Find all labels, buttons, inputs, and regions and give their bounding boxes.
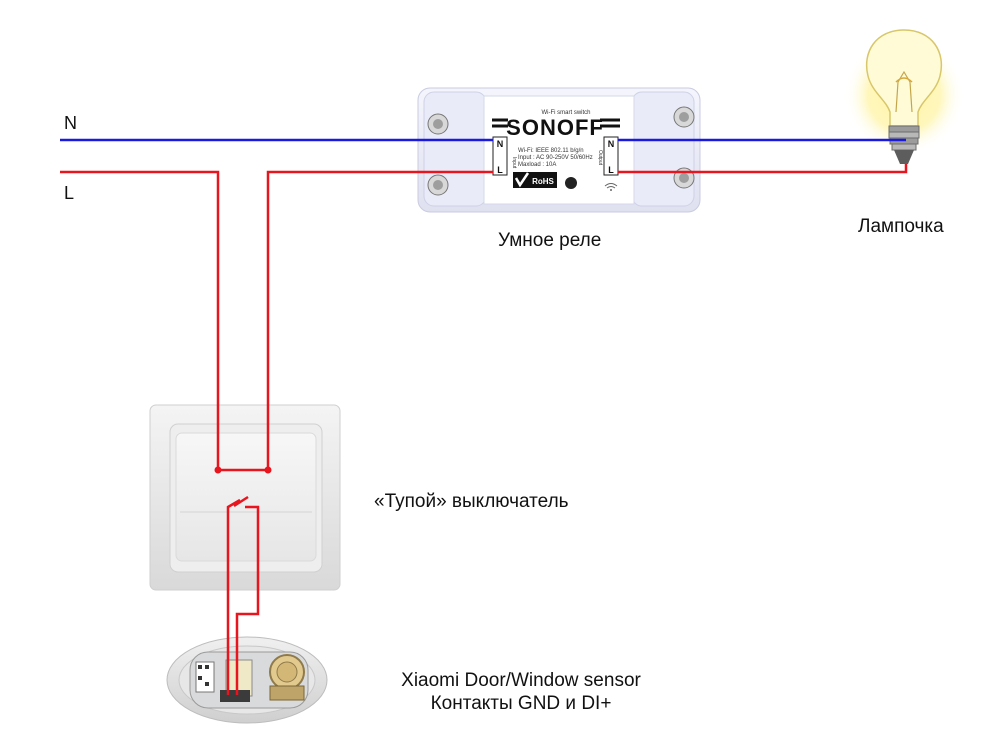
- switch-contact-icon: [233, 495, 249, 508]
- relay-spec-1: Wi-Fi: IEEE 802.11 b/g/n: [518, 148, 584, 154]
- bulb-filament: [895, 70, 913, 113]
- relay-input-l: L: [497, 165, 503, 175]
- relay-brand: SONOFF: [506, 115, 604, 140]
- relay-output-n: N: [608, 139, 615, 149]
- sonoff-relay: SONOFF Wi-Fi smart switch Wi-Fi: IEEE 80…: [417, 87, 701, 213]
- relay-spec-2: Input : AC 90-250V 50/60Hz: [518, 155, 593, 161]
- relay-input-caption: Input: [511, 157, 517, 169]
- xiaomi-sensor: [166, 636, 328, 724]
- relay-face: [483, 95, 635, 205]
- relay-output-caption: Output: [597, 150, 603, 166]
- relay-button[interactable]: [565, 177, 577, 189]
- sensor-contacts: [220, 690, 250, 702]
- relay-input-n: N: [497, 139, 504, 149]
- junction-dot: [214, 466, 222, 474]
- sensor-caption-1: Xiaomi Door/Window sensor: [401, 670, 641, 691]
- live-label: L: [64, 183, 75, 203]
- rohs-badge: [513, 172, 557, 188]
- relay-caption: Умное реле: [498, 230, 602, 251]
- relay-spec-3: Maxload : 10A: [518, 162, 556, 168]
- neutral-label: N: [64, 113, 77, 133]
- sensor-wire: [226, 495, 260, 695]
- junction-dot: [264, 466, 272, 474]
- bulb-tip: [894, 150, 914, 164]
- lamp-caption: Лампочка: [858, 216, 944, 237]
- live-wire: [60, 164, 908, 474]
- relay-output-l: L: [608, 165, 614, 175]
- relay-subtitle: Wi-Fi smart switch: [542, 110, 591, 116]
- light-bulb: [844, 29, 964, 164]
- checkmark-icon: [514, 172, 530, 188]
- rohs-label: RoHS: [532, 177, 554, 186]
- sensor-qr-label: [195, 661, 215, 693]
- switch-caption: «Тупой» выключатель: [374, 491, 569, 512]
- bulb-base: [888, 125, 920, 133]
- wifi-icon: [604, 183, 618, 191]
- sensor-caption-2: Контакты GND и DI+: [430, 693, 612, 714]
